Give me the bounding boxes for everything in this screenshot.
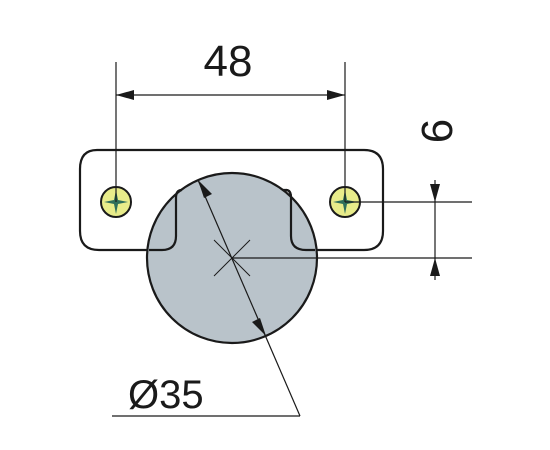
hole-spacing-dimension-line (116, 90, 345, 100)
cup-diameter-label: Ø35 (128, 373, 204, 417)
cup-diameter-dimension-line (112, 179, 301, 417)
plate-cutout-edge (149, 188, 183, 252)
screw-offset-label: 6 (413, 119, 462, 143)
hole-spacing-label: 48 (204, 37, 253, 86)
plate-cutout-edge-right (285, 188, 315, 252)
screw-offset-dimension-line (430, 180, 440, 280)
